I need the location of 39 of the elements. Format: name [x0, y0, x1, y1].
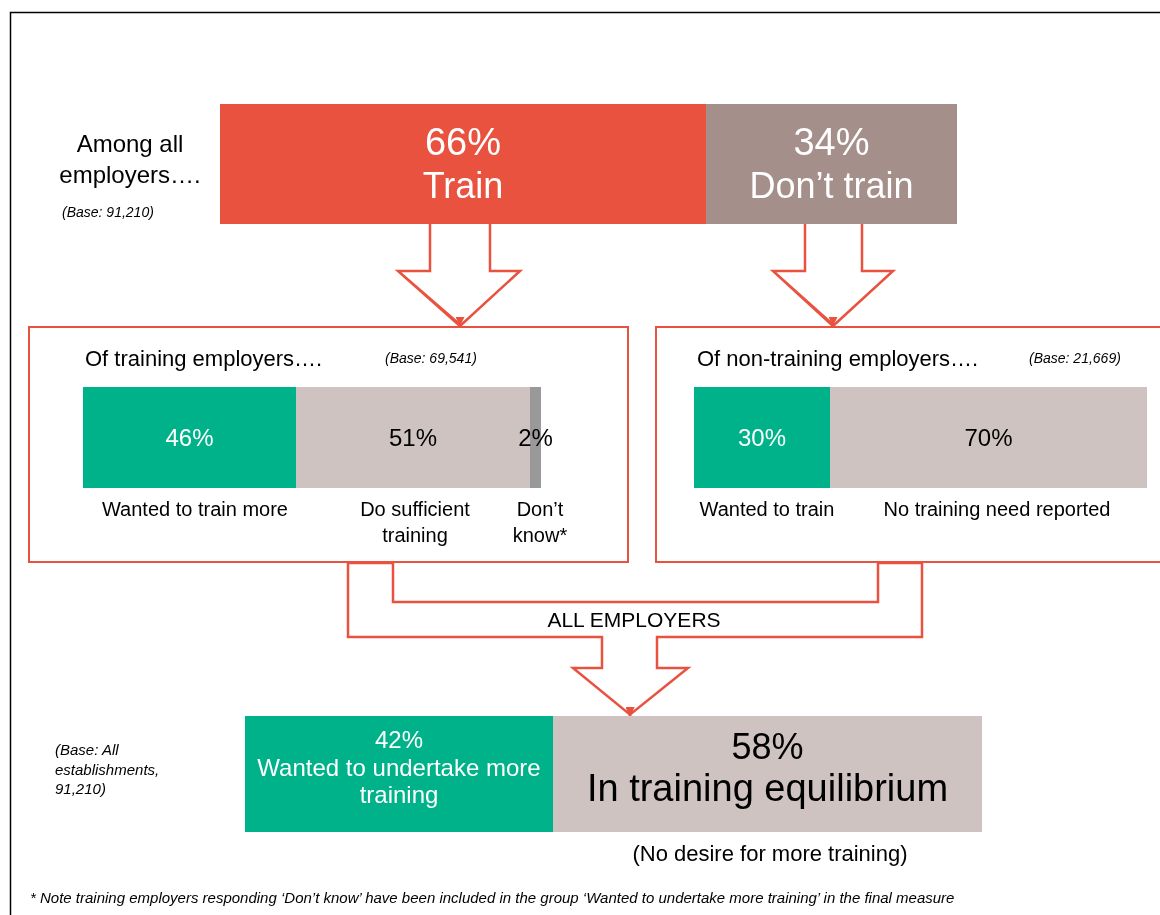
- percentage-value: 58%: [731, 726, 804, 768]
- base-note: (Base: 21,669): [1029, 350, 1121, 367]
- bar-segment: [220, 104, 706, 224]
- percentage-value: 30%: [737, 423, 786, 452]
- bar-segment: [245, 716, 553, 832]
- block-arrow: [769, 222, 897, 328]
- percentage-value: 70%: [964, 423, 1013, 452]
- bar-segment: [83, 387, 296, 488]
- category-label: Don’t train: [749, 165, 914, 207]
- footnote: * Note training employers responding ‘Don’t know’ have been included in the group ‘Wanted to undertake more training’ in the final measure: [30, 888, 956, 908]
- base-note: (Base: 69,541): [385, 350, 477, 367]
- percentage-value: 34%: [793, 121, 870, 166]
- bar-segment: [706, 104, 957, 224]
- bar-segment: [694, 387, 830, 488]
- category-label: In training equilibrium: [586, 767, 949, 812]
- percentage-value: 46%: [165, 423, 214, 452]
- bar-segment: [830, 387, 1147, 488]
- segment-caption: Wanted to train: [698, 497, 836, 522]
- segment-caption: No training need reported: [882, 497, 1112, 522]
- category-label: Wanted to undertake more training: [256, 753, 542, 809]
- intro-text: Among all employers….: [58, 129, 202, 191]
- segment-caption: (No desire for more training): [631, 840, 909, 868]
- segment-caption: Do sufficient training: [359, 497, 471, 548]
- base-note: (Base: All establishments, 91,210): [55, 740, 161, 799]
- segment-caption: Wanted to train more: [101, 497, 289, 522]
- panel: [655, 326, 1160, 563]
- percentage-value: 66%: [424, 121, 502, 166]
- panel-heading: Of non-training employers….: [697, 346, 979, 372]
- base-note: (Base: 91,210): [62, 203, 155, 222]
- segment-caption: Don’t know*: [511, 497, 569, 548]
- category-label: Train: [422, 165, 504, 207]
- block-arrow: [625, 561, 924, 717]
- panel-heading: Of training employers….: [85, 346, 323, 372]
- percentage-value: 42%: [374, 726, 423, 754]
- percentage-value: 51%: [388, 423, 437, 452]
- percentage-value: 2%: [518, 423, 553, 452]
- panel: [28, 326, 629, 563]
- block-arrow: [394, 222, 524, 328]
- bar-segment: [553, 716, 982, 832]
